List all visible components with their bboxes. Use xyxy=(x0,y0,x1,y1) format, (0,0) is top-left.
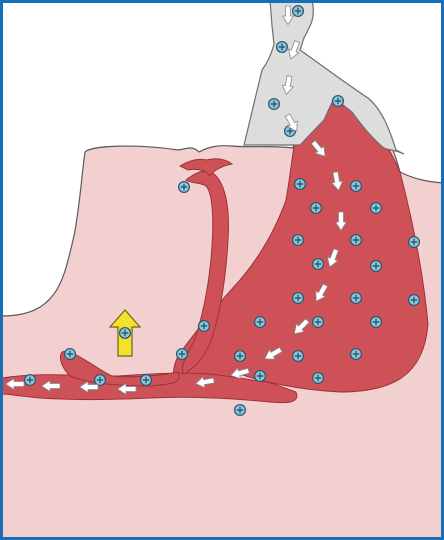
positive-ion-icon xyxy=(409,237,420,248)
positive-ion-icon xyxy=(177,349,188,360)
positive-ion-icon xyxy=(293,6,304,17)
positive-ion-icon xyxy=(293,235,304,246)
positive-ion-icon xyxy=(293,293,304,304)
positive-ion-icon xyxy=(351,349,362,360)
positive-ion-icon xyxy=(235,405,246,416)
positive-ion-icon xyxy=(351,181,362,192)
positive-ion-icon xyxy=(179,182,190,193)
positive-ion-icon xyxy=(351,235,362,246)
positive-ion-icon xyxy=(313,259,324,270)
positive-ion-icon xyxy=(235,351,246,362)
positive-ion-icon xyxy=(25,375,36,386)
positive-ion-icon xyxy=(95,375,106,386)
positive-ion-icon xyxy=(293,351,304,362)
positive-ion-icon xyxy=(141,375,152,386)
positive-ion-icon xyxy=(313,373,324,384)
positive-ion-icon xyxy=(311,203,322,214)
positive-ion-icon xyxy=(351,293,362,304)
positive-ion-icon xyxy=(199,321,210,332)
positive-ion-icon xyxy=(269,99,280,110)
positive-ion-icon xyxy=(120,328,131,339)
positive-ion-icon xyxy=(371,203,382,214)
positive-ion-icon xyxy=(371,317,382,328)
positive-ion-icon xyxy=(409,295,420,306)
positive-ion-icon xyxy=(371,261,382,272)
positive-ion-icon xyxy=(277,42,288,53)
positive-ion-icon xyxy=(295,179,306,190)
positive-ion-icon xyxy=(313,317,324,328)
positive-ion-icon xyxy=(333,96,344,107)
positive-ion-icon xyxy=(255,371,266,382)
positive-ion-icon xyxy=(255,317,266,328)
positive-ion-icon xyxy=(65,349,76,360)
